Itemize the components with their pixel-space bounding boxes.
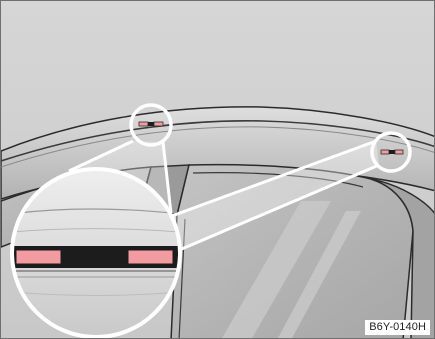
roof-rack-mount-marker-icon <box>139 122 163 126</box>
figure-code-label: B6Y-0140H <box>365 320 430 335</box>
magnified-marker-left <box>16 250 61 264</box>
roof-rack-mount-marker-icon <box>381 150 403 154</box>
magnified-marker-right <box>128 250 173 264</box>
